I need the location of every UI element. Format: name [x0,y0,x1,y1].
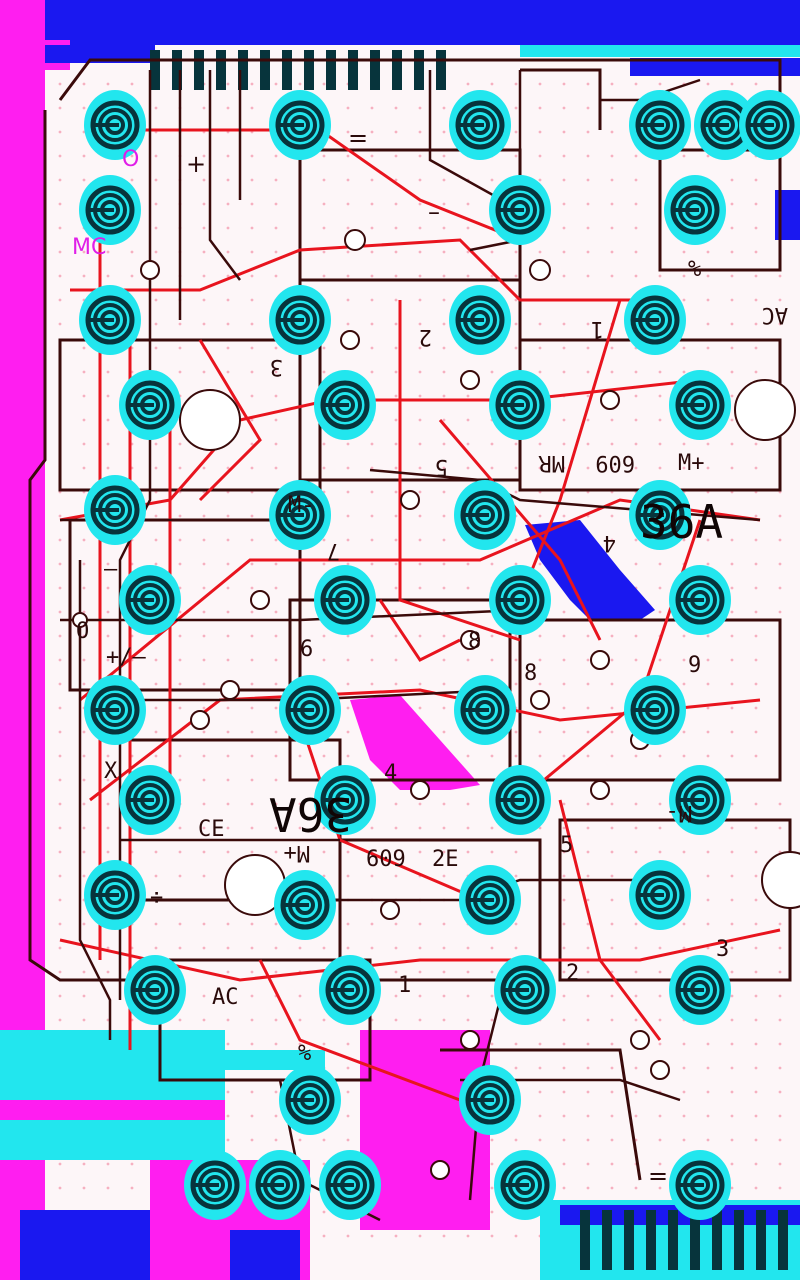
contact-pad [314,565,376,635]
contact-pad [249,1150,311,1220]
label-key-6: 6 [300,637,313,662]
contact-pad [279,675,341,745]
contact-pad [449,285,511,355]
contact-pad [669,370,731,440]
label-minus-top: – [428,198,440,226]
contact-pad [319,955,381,1025]
contact-pad [119,370,181,440]
label-mplus-mid: M+ [284,840,311,865]
mounting-holes [72,229,800,1180]
board-labels: 3 2 1 AC 5 MR 609 M+ 36A M- 4 7 6 8 8 9 … [72,124,788,1190]
label-minus-left: – [104,557,118,582]
contact-pad [84,860,146,930]
contact-pad [84,90,146,160]
contact-pad [489,565,551,635]
label-key-8a: 8 [468,629,481,654]
label-plus-top: + [186,150,206,178]
contact-pads [79,90,800,1220]
contact-pad [459,1065,521,1135]
contact-pad [669,765,731,835]
label-o-top: O [122,147,139,172]
label-divide: ÷ [150,885,163,910]
label-key-5-mid: 5 [560,833,573,858]
label-model-top: 36A [640,495,723,549]
contact-pad [489,765,551,835]
contact-pad [119,765,181,835]
contact-pad [269,480,331,550]
label-ac-top: AC [762,302,789,327]
label-ce: CE [198,817,225,842]
contact-pad [79,175,141,245]
contact-pad [739,90,800,160]
contact-pad [319,1150,381,1220]
contact-pad [494,955,556,1025]
contact-pad [314,370,376,440]
contact-pad [269,285,331,355]
connector-fingers-bottom [580,1210,788,1270]
contact-pad [84,475,146,545]
contact-pad [629,90,691,160]
label-mplus-top: M+ [678,451,705,476]
label-key-1: 1 [398,973,411,998]
contact-pad [79,285,141,355]
contact-pad [314,765,376,835]
contact-pad [629,860,691,930]
contact-pad [624,285,686,355]
contact-pad [669,565,731,635]
contact-pad [669,955,731,1025]
label-key-2-top: 2 [419,324,432,349]
contact-pad [494,1150,556,1220]
contact-pad [489,370,551,440]
contact-pad [269,90,331,160]
contact-pad [449,90,511,160]
contact-pad [489,175,551,245]
label-key-8b: 8 [524,661,537,686]
label-key-3-top: 3 [270,354,283,379]
contact-pad [629,480,691,550]
contact-pad [624,675,686,745]
contact-pad [124,955,186,1025]
label-ac-bottom: AC [212,985,239,1010]
label-part-top: 609 [595,450,635,475]
label-key-7: 7 [327,538,340,563]
label-key-4: 4 [384,761,397,786]
label-key-4-top: 4 [603,530,616,555]
connector-fingers-top [150,50,446,90]
label-o-left: O [76,619,89,644]
contact-pad [459,865,521,935]
label-plus-minus: +/– [106,645,146,670]
contact-pad [454,480,516,550]
label-key-2: 2 [566,961,579,986]
label-model-mid: 36A [269,787,352,841]
contact-pad [279,1065,341,1135]
label-mc: MC [72,235,106,260]
label-m-minus-top: M- [288,493,315,518]
contact-pad [184,1150,246,1220]
contact-pad [274,870,336,940]
label-part-mid-b: 2E [432,847,459,872]
label-key-5-top: 5 [435,454,448,479]
contact-pad [84,675,146,745]
label-key-3-mid: 3 [716,937,729,962]
contact-pad [119,565,181,635]
blue-glitch-patch [525,520,655,620]
label-percent-top: % [688,257,701,282]
label-equals-top: = [348,124,368,152]
label-key-1-top: 1 [591,316,604,341]
label-mr-top: MR [538,450,565,475]
label-part-mid: 609 [366,847,406,872]
label-equals-bottom: = [648,1162,668,1190]
label-times: X [104,759,118,784]
magenta-glitch-patch [350,695,480,790]
contact-pad [454,675,516,745]
contact-pad [669,1150,731,1220]
contact-pad [664,175,726,245]
label-percent: % [298,1041,311,1066]
label-m-minus-mid: M- [666,800,693,825]
label-key-9: 9 [688,653,701,678]
